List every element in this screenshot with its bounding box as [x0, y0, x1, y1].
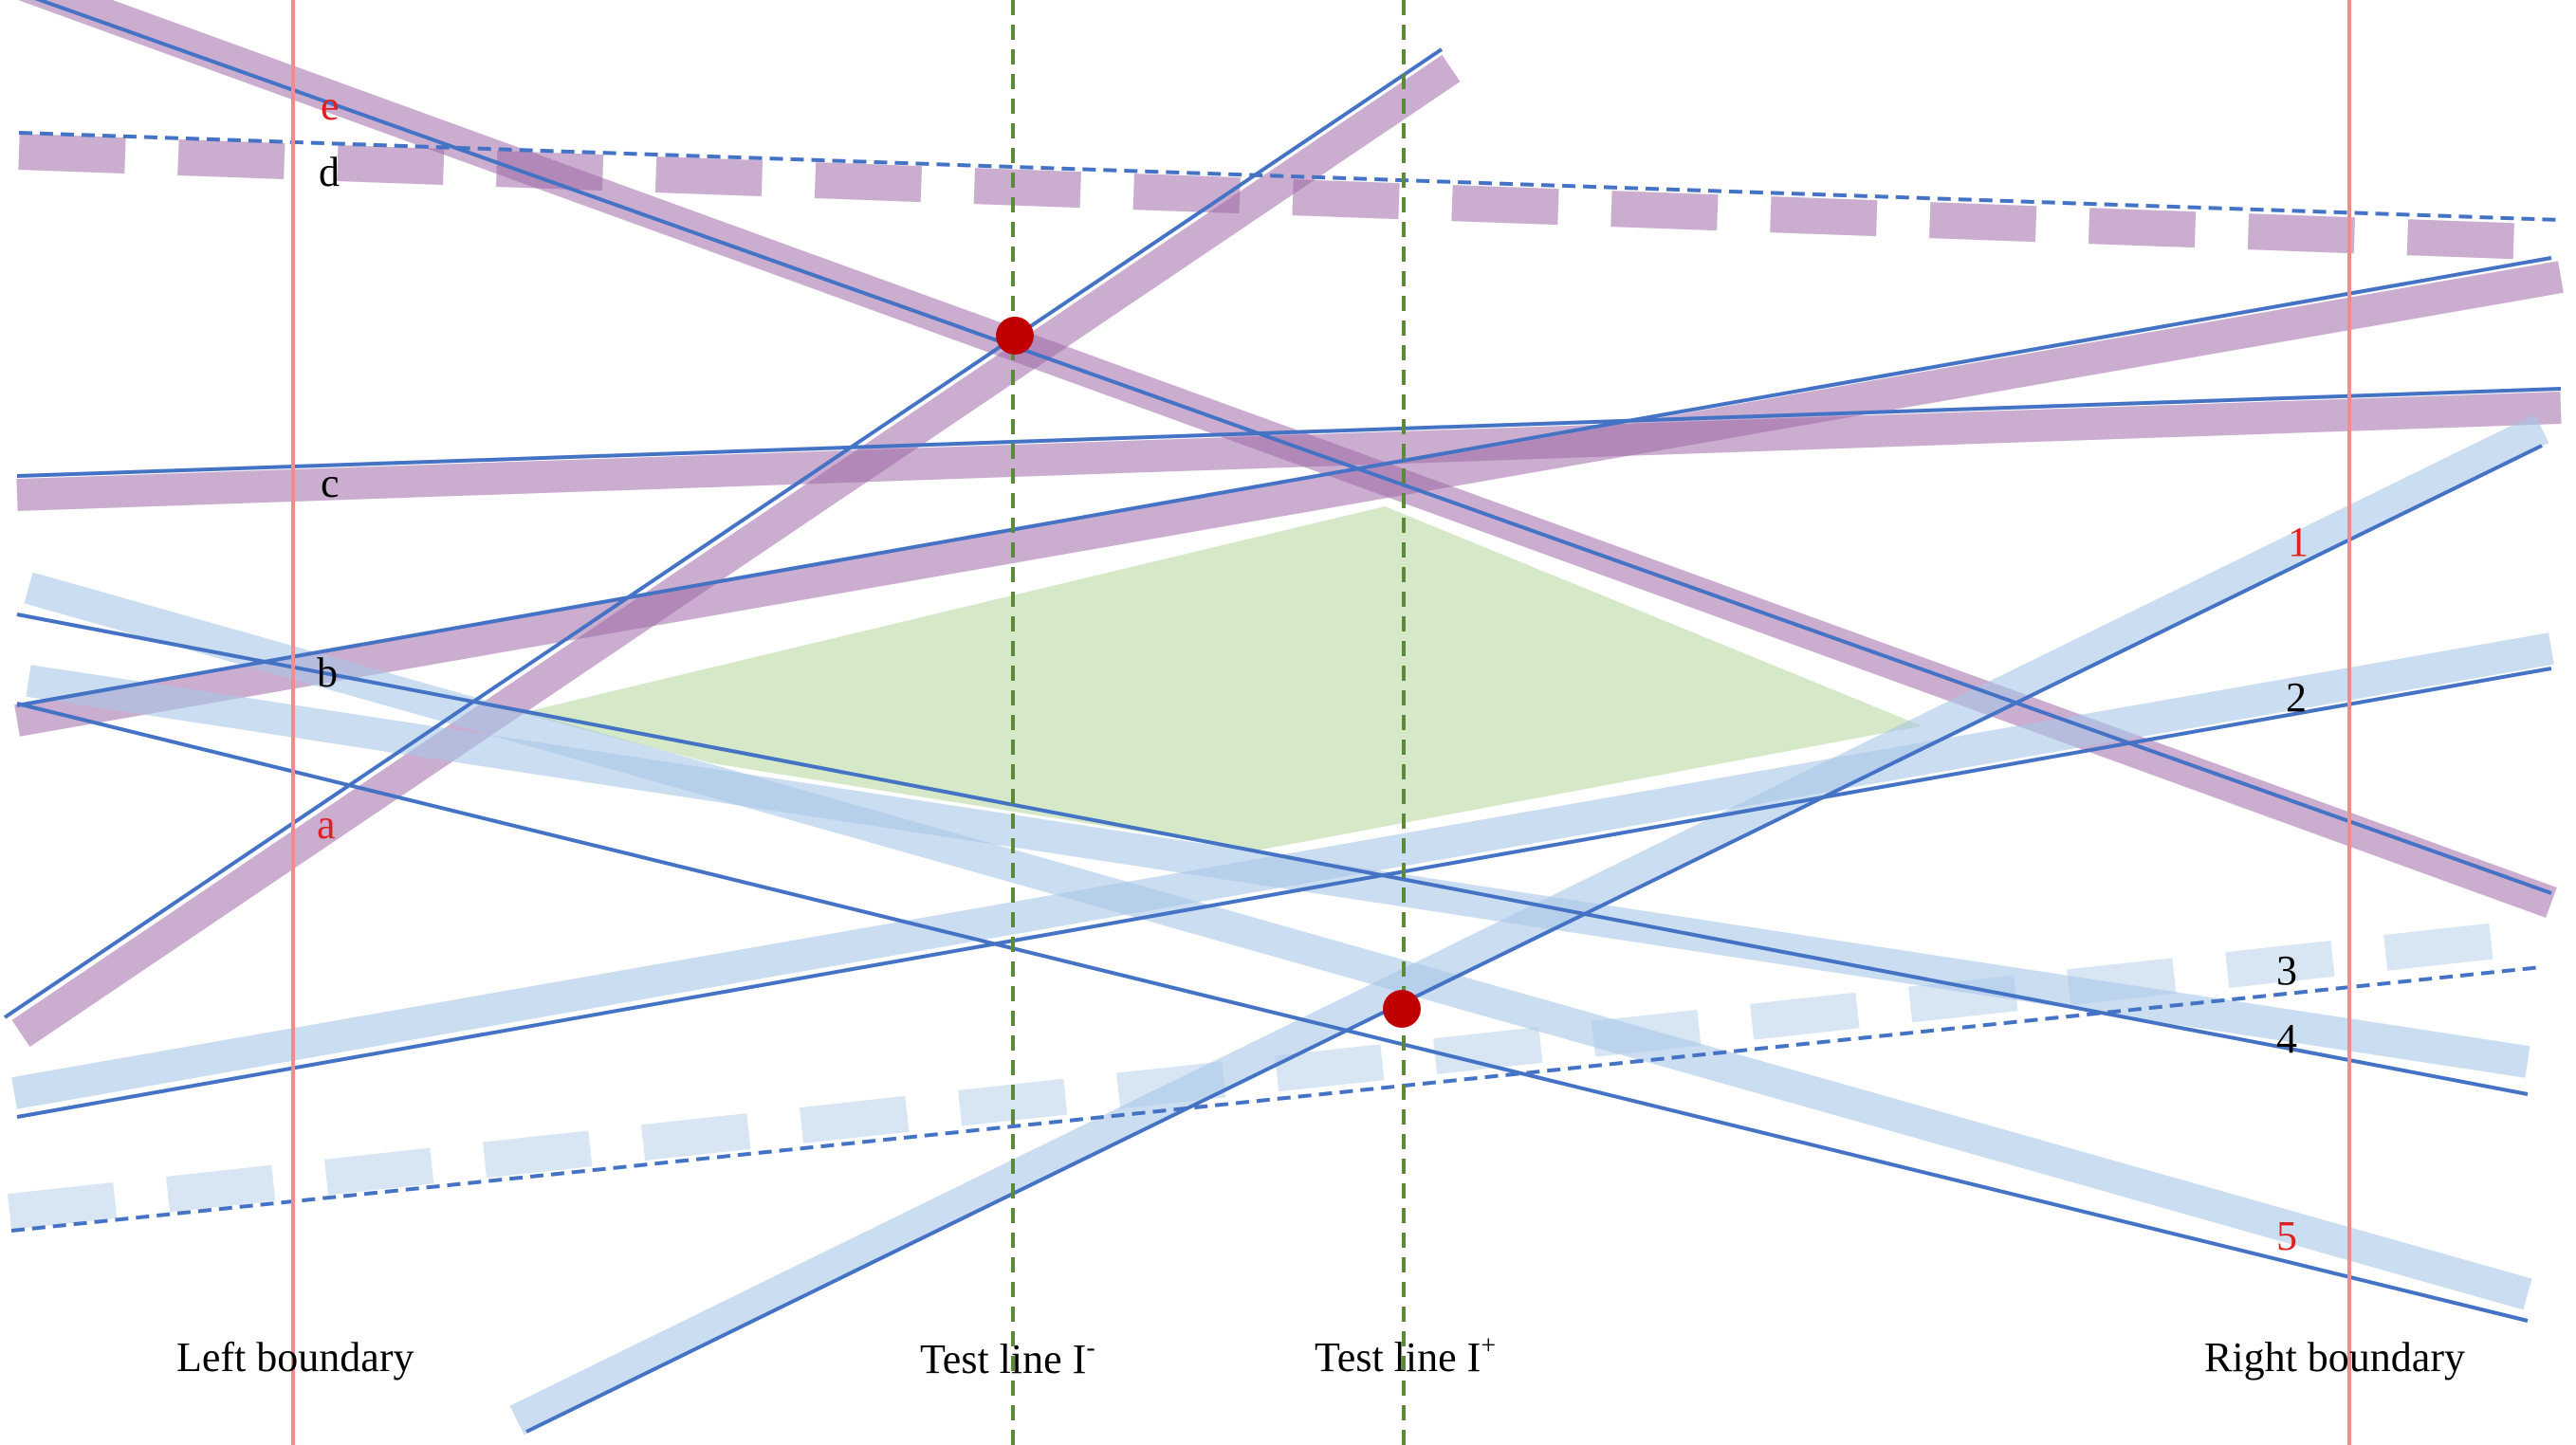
test-line-minus-superscript: -	[1086, 1333, 1095, 1363]
band-group	[7, 0, 2564, 1436]
label-2: 2	[2286, 674, 2307, 721]
line-4	[16, 613, 2529, 1096]
label-4: 4	[2276, 1015, 2297, 1062]
left-boundary-caption: Left boundary	[176, 1334, 414, 1381]
band-3-dashed	[7, 919, 2535, 1230]
intersection-point-top	[996, 317, 1034, 355]
test-line-plus-caption: Test line I+	[1315, 1331, 1496, 1381]
label-1: 1	[2288, 519, 2309, 565]
label-e: e	[321, 82, 340, 129]
line-a	[3, 47, 1444, 1019]
band-c	[16, 392, 2562, 511]
band-d-dashed	[18, 134, 2562, 261]
label-5: 5	[2276, 1213, 2297, 1259]
label-a: a	[317, 801, 336, 848]
band-a	[11, 54, 1461, 1048]
label-3: 3	[2276, 947, 2297, 994]
label-d: d	[319, 149, 340, 195]
line-d-dashed	[18, 131, 2562, 222]
test-line-minus-caption: Test line I-	[920, 1333, 1095, 1382]
test-line-minus-text: Test line I	[920, 1336, 1086, 1382]
test-line-plus-superscript: +	[1481, 1331, 1496, 1361]
band-5	[24, 572, 2532, 1310]
band-4	[26, 665, 2530, 1078]
label-c: c	[321, 460, 340, 506]
right-boundary-caption: Right boundary	[2204, 1334, 2465, 1381]
line-c	[16, 387, 2562, 478]
line-3-dashed	[10, 965, 2543, 1233]
line-2	[16, 667, 2552, 1119]
line-1	[525, 444, 2543, 1434]
intersection-point-bottom	[1383, 990, 1421, 1028]
label-b: b	[317, 649, 338, 696]
band-b	[14, 261, 2564, 737]
line-b	[16, 256, 2552, 707]
line-5	[16, 702, 2529, 1323]
test-line-plus-text: Test line I	[1315, 1334, 1481, 1381]
